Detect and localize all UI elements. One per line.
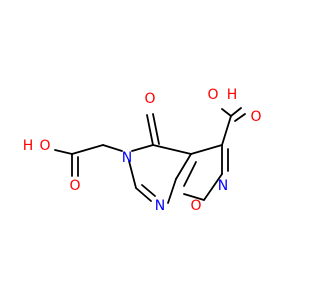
pyrimidine-nitrogen: N (155, 198, 165, 214)
bond-c3a-c7a-a (175, 153, 192, 180)
bond-layer (54, 107, 246, 204)
bond-n5-c6 (128, 160, 137, 189)
bond-n5-ch2 (102, 144, 123, 152)
bond-c3-c3a (190, 144, 223, 155)
isoxazole-nitrogen: N (218, 178, 228, 194)
bond-n-o-isoxazole (203, 173, 223, 201)
ketone-oxygen: O (144, 91, 155, 107)
bond-c4-n5 (131, 144, 154, 152)
bond-o-c7a (183, 193, 205, 201)
bond-c-o-double-right-b (234, 113, 246, 122)
bond-c4-o-double-a (146, 114, 154, 146)
hydroxyl-oxygen-left: O (39, 138, 50, 154)
bond-c4-o-double-b (152, 113, 160, 145)
bond-c6-n7-double-a (135, 187, 152, 202)
bond-ch2-c (71, 144, 104, 155)
hydroxyl-oxygen-right: O (207, 87, 218, 103)
bond-c6-n7-double-b (141, 184, 156, 197)
bond-c-o-double-right-a (230, 107, 242, 117)
molecule-structure-diagram: O H O O H O O N N N O (23, 87, 262, 214)
bond-c-oh-right (221, 108, 232, 117)
bond-n7-c7a (167, 178, 177, 204)
ring-amide-nitrogen: N (122, 150, 132, 166)
isoxazole-oxygen: O (190, 198, 201, 214)
bond-c3a-c7a-b (183, 161, 197, 187)
hydroxyl-hydrogen-right: H (227, 87, 238, 103)
bond-c-oh-left (54, 149, 73, 155)
hydroxyl-hydrogen-left: H (23, 138, 34, 154)
bond-c3a-c4 (152, 144, 192, 155)
bond-c-cring-right (221, 115, 232, 146)
carbonyl-oxygen-right: O (250, 109, 261, 125)
atom-label-layer: O H O O H O O N N N O (23, 87, 262, 214)
carbonyl-oxygen-left: O (69, 178, 80, 194)
